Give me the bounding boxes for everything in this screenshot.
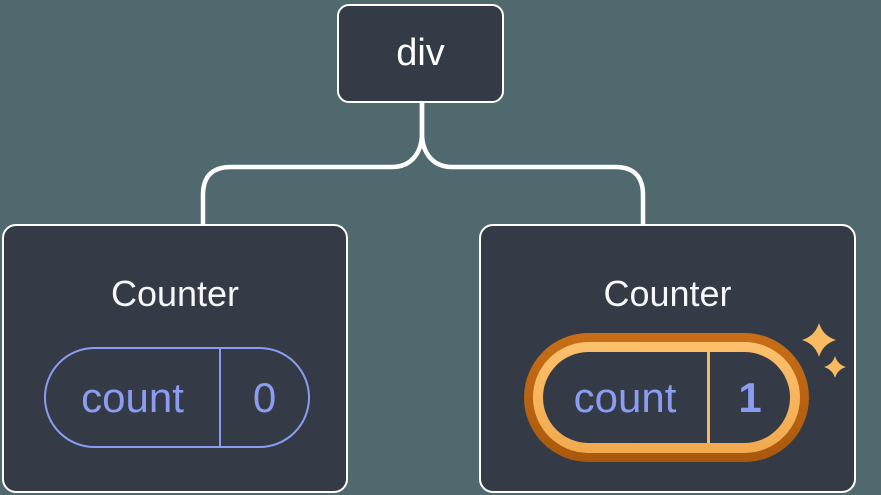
counter-card-right: Counter count 1 — [479, 224, 856, 493]
state-highlight-ring-inner: count 1 — [533, 342, 800, 453]
component-title: Counter — [603, 273, 732, 314]
state-value: 1 — [738, 373, 762, 421]
state-pill: count 0 — [44, 347, 310, 448]
state-key-label: count — [543, 352, 710, 443]
state-pill-highlighted: count 1 — [543, 352, 790, 443]
component-title: Counter — [110, 273, 240, 314]
counter-card-left: Counter count 0 — [2, 224, 348, 493]
state-key-label: count — [46, 349, 221, 446]
sparkle-small-icon — [824, 356, 846, 378]
root-node-div: div — [337, 4, 504, 103]
state-value: 0 — [252, 373, 277, 421]
connector-right-branch — [419, 100, 646, 228]
sparkle-large-icon — [802, 323, 836, 357]
connector-left-branch — [200, 100, 425, 228]
state-highlight-ring: count 1 — [524, 333, 809, 462]
root-node-label: div — [396, 32, 445, 74]
